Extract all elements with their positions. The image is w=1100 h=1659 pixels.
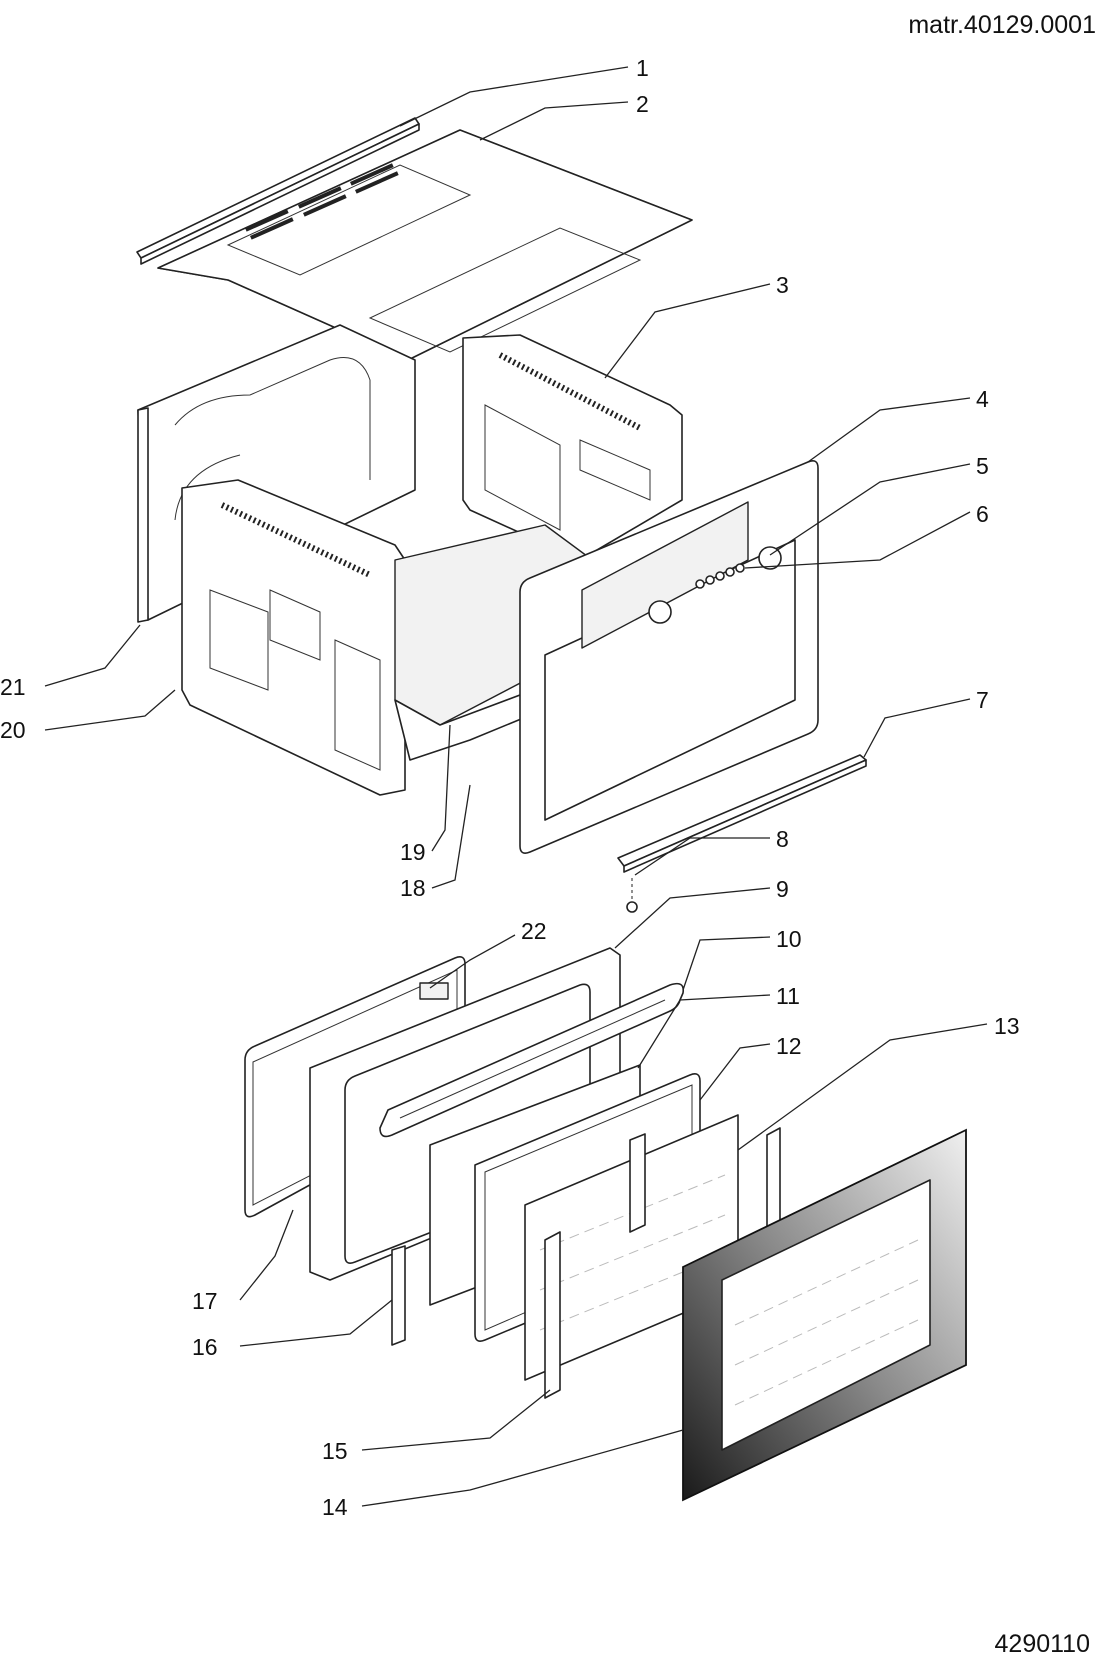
callout-1: 1 xyxy=(636,55,649,81)
part-2-top-cover xyxy=(157,129,693,361)
part-3-right-side-panel xyxy=(462,334,683,561)
vent-slots-right-side xyxy=(498,352,642,431)
callout-12: 12 xyxy=(776,1033,802,1059)
part-20-left-side-panel xyxy=(181,479,406,796)
callout-20: 20 xyxy=(0,717,26,743)
part-1-top-trim xyxy=(136,117,420,265)
callout-19: 19 xyxy=(400,839,426,865)
leader-lines xyxy=(44,66,988,1507)
callout-4: 4 xyxy=(976,386,989,412)
callout-6: 6 xyxy=(976,501,989,527)
callout-7: 7 xyxy=(976,687,989,713)
callout-8: 8 xyxy=(776,826,789,852)
vent-slots-top xyxy=(245,163,399,240)
part-22-clip xyxy=(419,982,449,1000)
drawing-reference: matr.40129.0001 xyxy=(908,11,1096,39)
callout-22: 22 xyxy=(521,918,547,944)
part-8-screw xyxy=(626,878,638,913)
callout-14: 14 xyxy=(322,1494,348,1520)
callout-18: 18 xyxy=(400,875,426,901)
callout-21: 21 xyxy=(0,674,26,700)
drawing-code: 4290110 xyxy=(995,1630,1090,1658)
control-panel xyxy=(581,501,749,649)
control-knob-right xyxy=(758,546,782,570)
part-4-front-frame xyxy=(519,460,819,854)
callout-17: 17 xyxy=(192,1288,218,1314)
vent-slots-left-side xyxy=(220,502,372,578)
part-14-outer-door-glass xyxy=(682,1128,967,1502)
push-buttons xyxy=(695,563,745,589)
callout-10: 10 xyxy=(776,926,802,952)
callout-11: 11 xyxy=(776,983,800,1009)
callout-13: 13 xyxy=(994,1013,1020,1039)
callout-2: 2 xyxy=(636,91,649,117)
callout-5: 5 xyxy=(976,453,989,479)
part-7-trim-bar xyxy=(617,754,867,873)
part-16-hinges xyxy=(391,1133,646,1346)
callout-9: 9 xyxy=(776,876,789,902)
callout-16: 16 xyxy=(192,1334,218,1360)
callout-3: 3 xyxy=(776,272,789,298)
callout-15: 15 xyxy=(322,1438,348,1464)
control-knob-left xyxy=(648,600,672,624)
callout-labels: 1 2 3 4 5 6 7 8 9 10 11 12 13 14 15 16 1… xyxy=(0,55,1020,1520)
